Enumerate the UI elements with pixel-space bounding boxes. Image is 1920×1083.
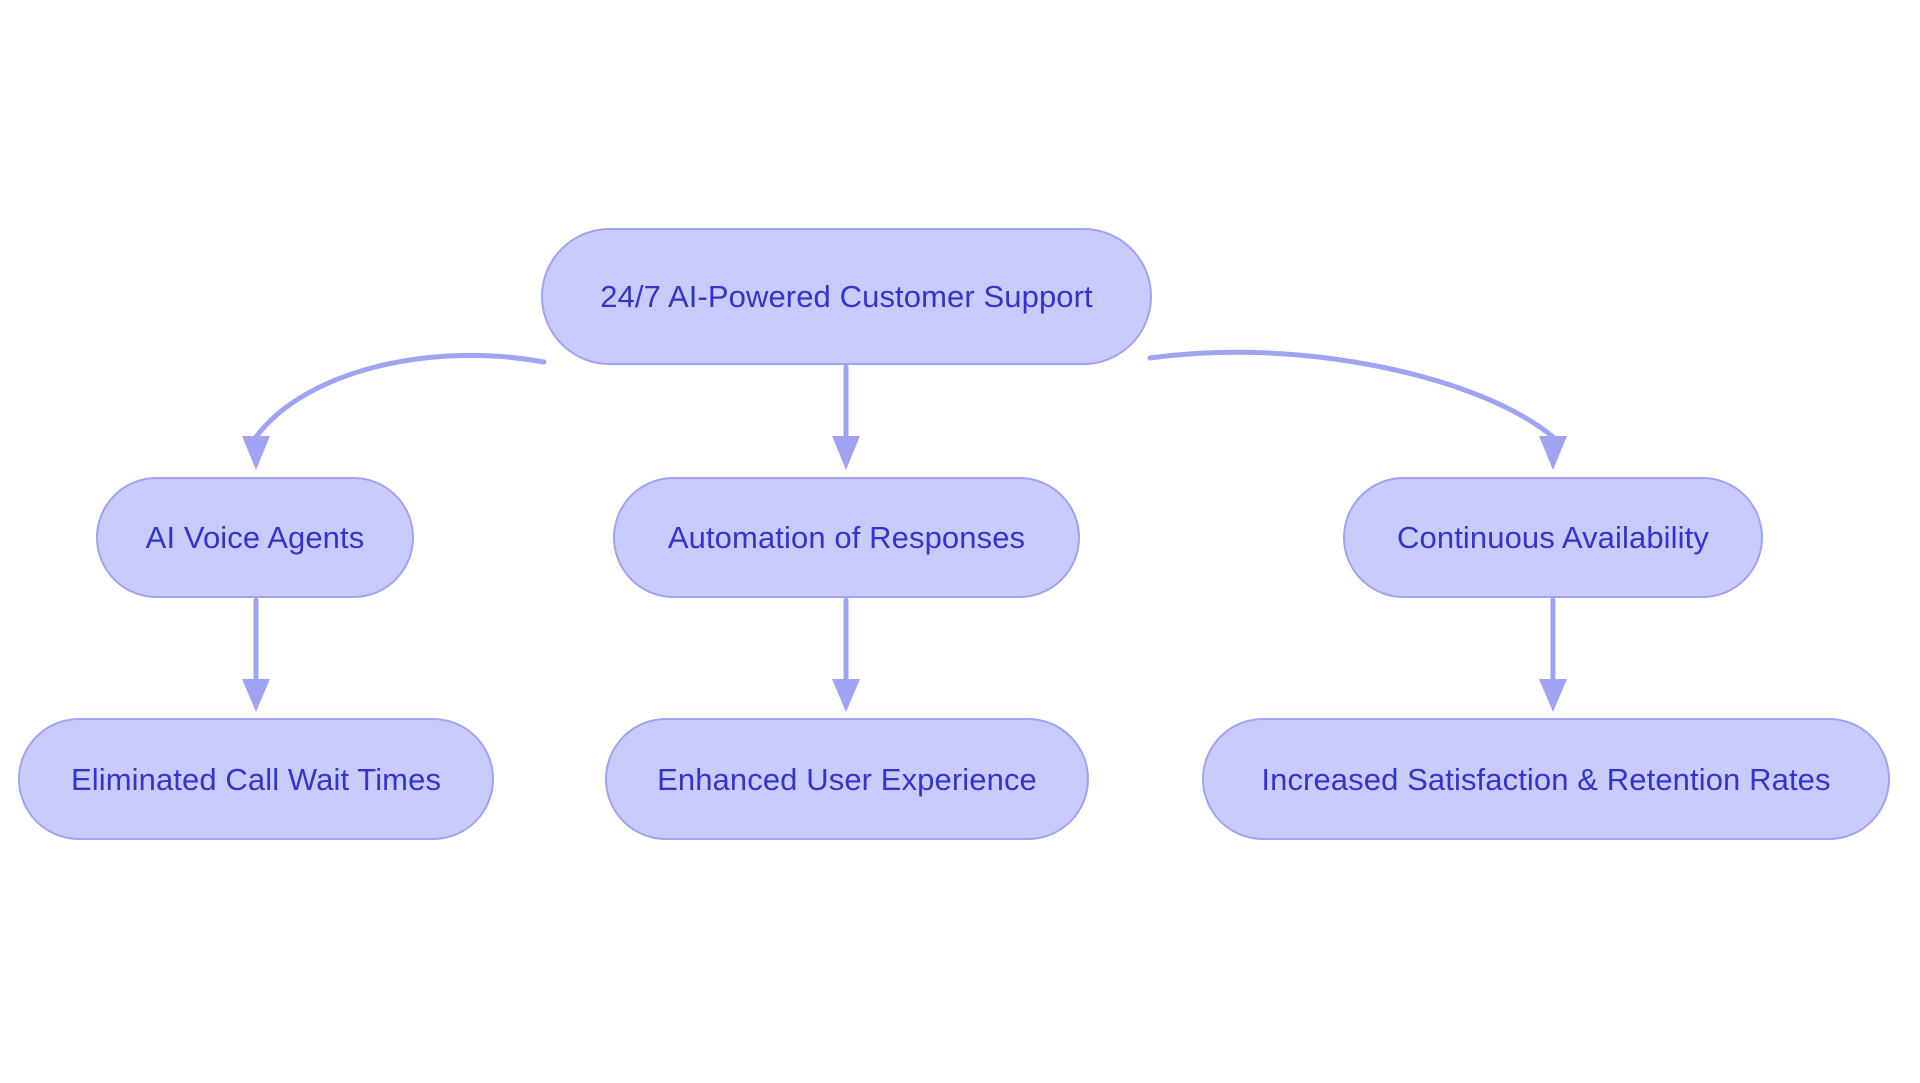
edge-ai-voice-agents-to-eliminated-call-wait-times xyxy=(242,597,270,712)
arrowhead-icon xyxy=(242,679,270,712)
node-label: Eliminated Call Wait Times xyxy=(70,761,442,797)
node-label: Automation of Responses xyxy=(667,520,1026,555)
node-root[interactable]: 24/7 AI-Powered Customer Support xyxy=(541,228,1152,365)
node-increased-satisfaction-retention-rates[interactable]: Increased Satisfaction & Retention Rates xyxy=(1202,718,1890,840)
node-continuous-availability[interactable]: Continuous Availability xyxy=(1343,477,1763,598)
node-automation-of-responses[interactable]: Automation of Responses xyxy=(613,477,1080,598)
arrowhead-icon xyxy=(1539,436,1567,470)
arrowhead-icon xyxy=(832,679,860,712)
arrowhead-icon xyxy=(832,436,860,470)
node-label: Enhanced User Experience xyxy=(657,761,1037,797)
node-eliminated-call-wait-times[interactable]: Eliminated Call Wait Times xyxy=(18,718,494,840)
edge-root-to-ai-voice-agents xyxy=(242,352,547,470)
node-label: 24/7 AI-Powered Customer Support xyxy=(600,279,1093,314)
node-label: Continuous Availability xyxy=(1397,520,1709,555)
node-label: Increased Satisfaction & Retention Rates xyxy=(1261,761,1831,797)
edge-path xyxy=(253,352,547,440)
edge-continuous-availability-to-increased-satisfaction-retention-rates xyxy=(1539,597,1567,712)
node-ai-voice-agents[interactable]: AI Voice Agents xyxy=(96,477,414,598)
edge-root-to-continuous-availability xyxy=(1147,349,1567,470)
edge-path xyxy=(1147,349,1556,440)
arrowhead-icon xyxy=(1539,679,1567,712)
edge-automation-of-responses-to-enhanced-user-experience xyxy=(832,597,860,712)
arrowhead-icon xyxy=(242,436,270,470)
node-enhanced-user-experience[interactable]: Enhanced User Experience xyxy=(605,718,1089,840)
node-label: AI Voice Agents xyxy=(145,520,365,555)
edge-root-to-automation-of-responses xyxy=(832,364,860,470)
